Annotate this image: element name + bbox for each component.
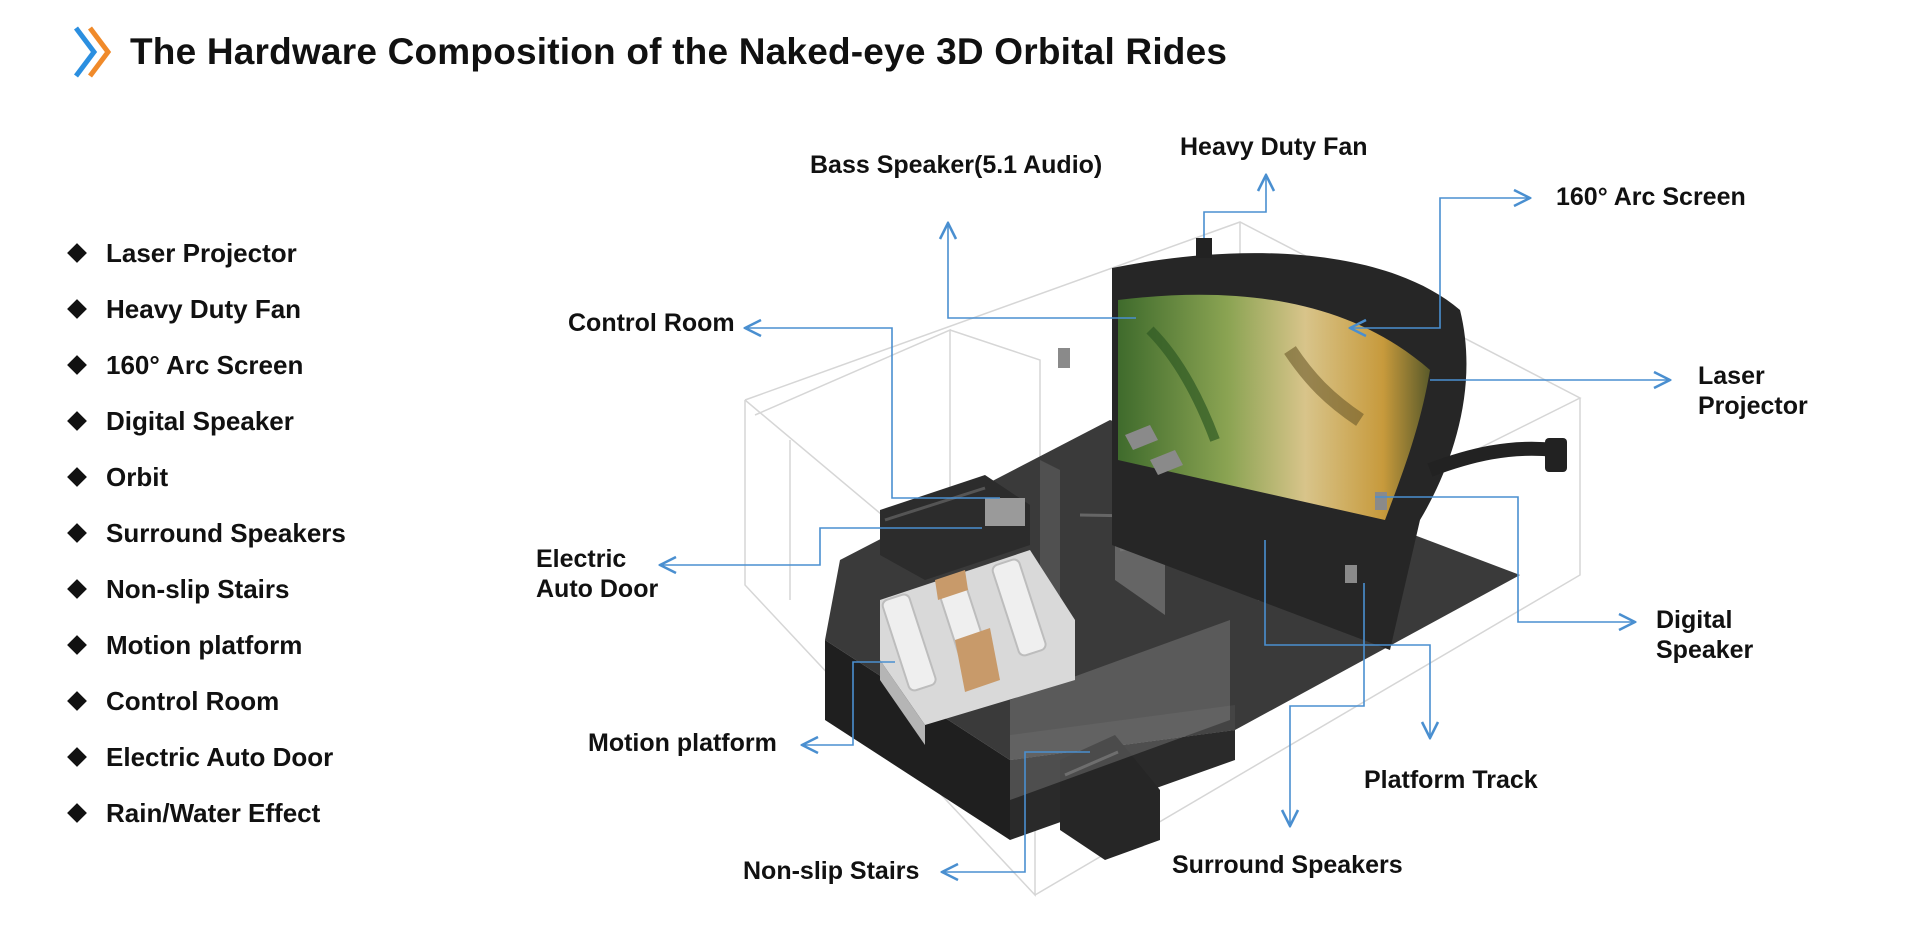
leader-line-non-slip-stairs [942,751,1090,872]
leader-line-control-room [745,328,1000,499]
feature-label: Motion platform [106,629,303,660]
leader-line-electric-auto-door [660,527,982,565]
callout-motion-platform: Motion platform [588,729,777,757]
callout-control-room: Control Room [568,309,735,337]
feature-item-rain-water-effect: Rain/Water Effect [64,785,346,841]
feature-item-orbit: Orbit [64,449,346,505]
callout-platform-track: Platform Track [1364,766,1538,794]
motion-platform [880,550,1075,745]
header: The Hardware Composition of the Naked-ey… [72,22,1227,82]
leader-line-arc-screen [1350,198,1530,328]
speaker-icon [1125,425,1158,450]
page-title: The Hardware Composition of the Naked-ey… [130,31,1228,72]
feature-item-electric-auto-door: Electric Auto Door [64,729,346,785]
leader-line-motion-platform [802,661,895,745]
feature-label: Heavy Duty Fan [106,293,302,324]
callout-electric-auto-door: Electric Auto Door [536,545,659,603]
feature-item-arc-screen: 160° Arc Screen [64,337,346,393]
feature-label: Control Room [106,685,280,716]
feature-item-surround-speakers: Surround Speakers [64,505,346,561]
speaker-icon [1150,450,1183,475]
control-console-icon [985,498,1025,526]
feature-item-control-room: Control Room [64,673,346,729]
feature-item-motion-platform: Motion platform [64,617,346,673]
leader-line-heavy-duty-fan [1203,175,1266,238]
speakers [985,348,1387,583]
speaker-icon [1375,492,1387,510]
chevron-logo-icon [74,26,112,78]
feature-label: Electric Auto Door [106,741,334,772]
leader-line-platform-track [1264,540,1430,738]
fan-icon [1196,238,1212,258]
feature-list: Laser Projector Heavy Duty Fan 160° Arc … [64,225,346,841]
leader-lines [660,175,1670,872]
feature-item-digital-speaker: Digital Speaker [64,393,346,449]
feature-item-heavy-duty-fan: Heavy Duty Fan [64,281,346,337]
feature-label: 160° Arc Screen [106,349,304,380]
feature-label: Surround Speakers [106,517,346,548]
laser-projector-icon [1545,438,1567,472]
callout-bass-speaker: Bass Speaker(5.1 Audio) [810,151,1103,179]
leader-line-bass-speaker [948,223,1136,319]
feature-label: Digital Speaker [106,405,294,436]
callout-arc-screen: 160° Arc Screen [1556,183,1746,211]
leader-line-digital-speaker [1375,496,1635,622]
callout-heavy-duty-fan: Heavy Duty Fan [1180,133,1368,161]
callout-digital-speaker: Digital Speaker [1656,606,1754,664]
feature-item-non-slip-stairs: Non-slip Stairs [64,561,346,617]
feature-label: Orbit [106,461,169,492]
callout-surround-speakers: Surround Speakers [1172,851,1403,879]
feature-label: Non-slip Stairs [106,573,290,604]
callout-non-slip-stairs: Non-slip Stairs [743,857,920,885]
arc-screen [1112,238,1567,650]
feature-label: Rain/Water Effect [106,797,321,828]
speaker-icon [1345,565,1357,583]
feature-item-laser-projector: Laser Projector [64,225,346,281]
callout-laser-projector: Laser Projector [1698,362,1808,420]
bass-speaker-icon [1058,348,1070,368]
leader-line-surround-speakers [1290,583,1365,826]
feature-label: Laser Projector [106,237,297,268]
